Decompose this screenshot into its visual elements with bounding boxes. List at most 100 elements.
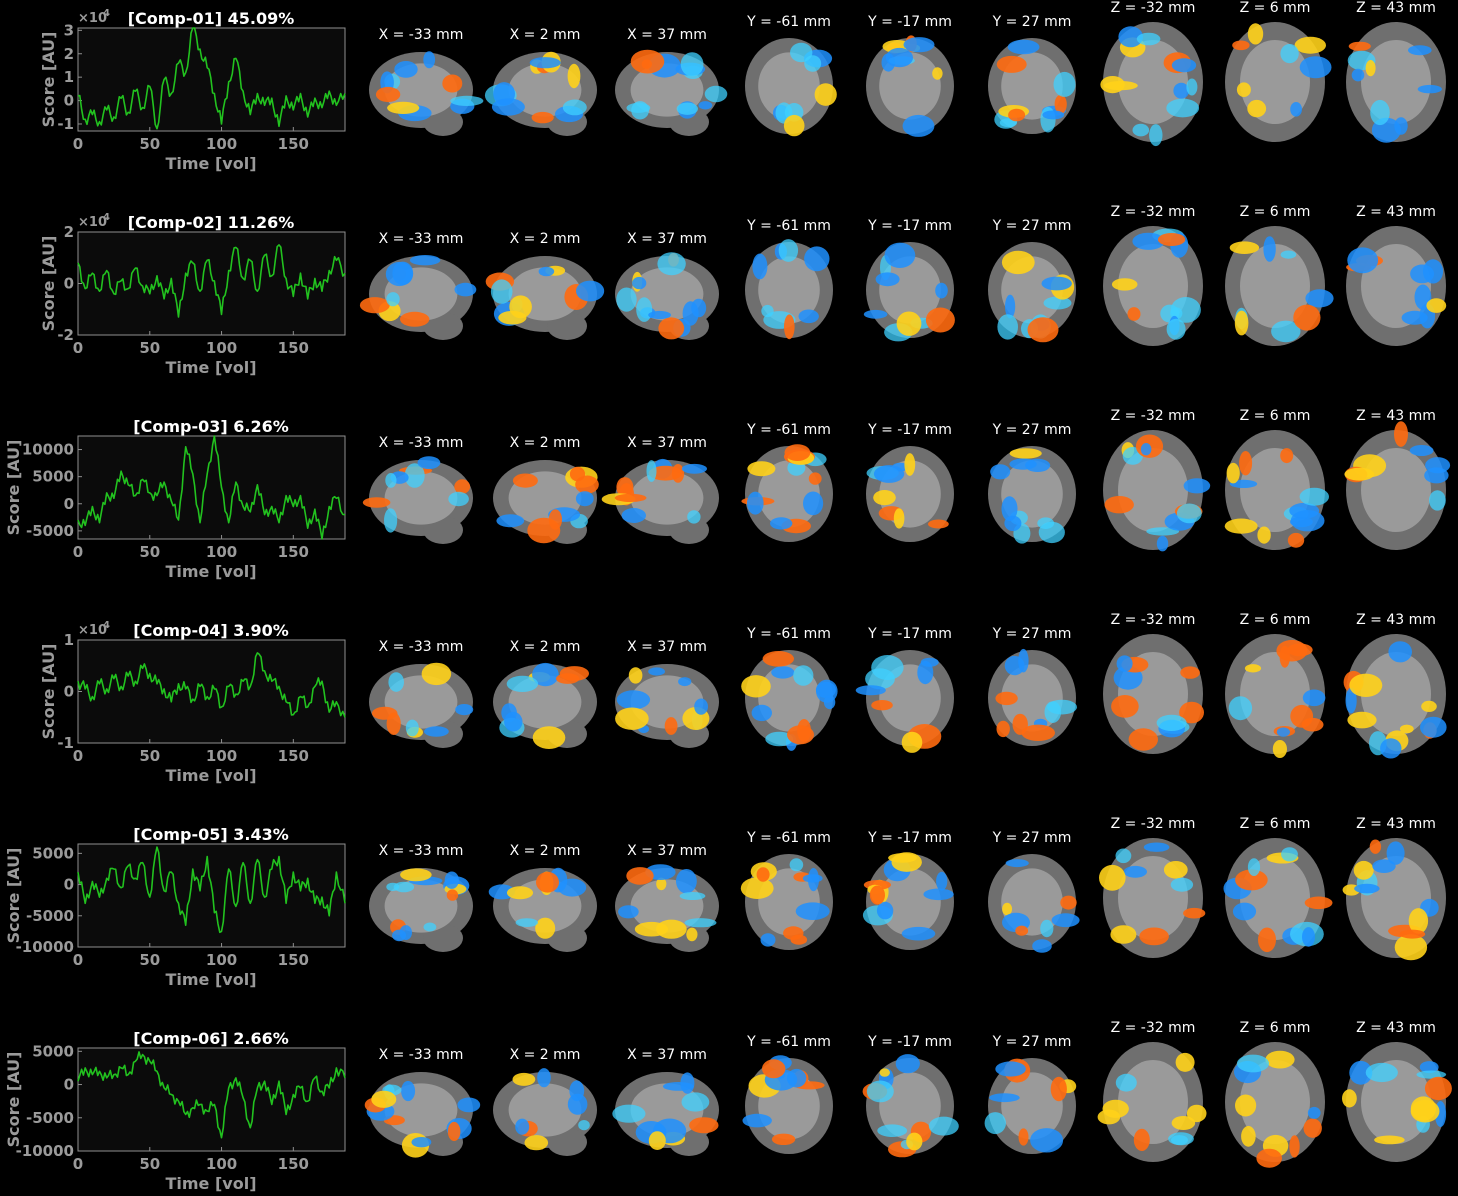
- activation-blob: [1156, 714, 1187, 732]
- slice-coordinate-label: X = 37 mm: [627, 435, 707, 451]
- brain-slice-3-5: Y = -17 mm: [866, 422, 954, 542]
- activation-blob: [401, 1080, 416, 1102]
- brain-slice-1-7: Z = -32 mm: [1100, 0, 1203, 147]
- x-tick-label: 0: [73, 543, 83, 561]
- activation-blob: [1289, 502, 1320, 519]
- brain-slice-3-6: Y = 27 mm: [988, 422, 1076, 544]
- activation-blob: [1290, 102, 1302, 117]
- activation-blob: [385, 261, 413, 287]
- activation-blob: [1127, 307, 1141, 321]
- activation-blob: [1272, 740, 1287, 758]
- activation-blob: [855, 685, 886, 696]
- activation-blob: [1399, 929, 1426, 939]
- activation-blob: [444, 871, 459, 889]
- white-matter: [384, 471, 458, 525]
- activation-blob: [1139, 927, 1169, 946]
- activation-blob: [411, 1137, 432, 1148]
- brain-slice-6-4: Y = -61 mm: [742, 1034, 833, 1154]
- activation-blob: [384, 508, 398, 533]
- y-tick-label: 5000: [32, 844, 74, 862]
- slice-coordinate-label: Z = 6 mm: [1240, 612, 1311, 628]
- activation-blob: [404, 463, 425, 488]
- activation-blob: [657, 252, 686, 276]
- activation-blob: [1247, 23, 1264, 45]
- x-axis-label: Time [vol]: [165, 154, 256, 173]
- activation-blob: [771, 1133, 796, 1146]
- activation-blob: [687, 510, 701, 524]
- x-tick-label: 0: [73, 747, 83, 765]
- chart-title: [Comp-02] 11.26%: [128, 213, 295, 232]
- brain-slice-6-6: Y = 27 mm: [984, 1034, 1077, 1154]
- activation-blob: [879, 1068, 890, 1077]
- activation-blob: [1132, 232, 1165, 250]
- activation-blob: [1265, 1050, 1295, 1069]
- activation-blob: [1018, 648, 1029, 673]
- activation-blob: [578, 1120, 590, 1131]
- activation-blob: [680, 52, 704, 77]
- activation-blob: [1344, 467, 1375, 481]
- activation-blob: [1001, 250, 1035, 275]
- slice-coordinate-label: Y = -61 mm: [746, 626, 831, 642]
- activation-blob: [575, 475, 599, 494]
- activation-blob: [362, 497, 391, 508]
- time-course-series: [77, 27, 346, 130]
- activation-blob: [1111, 695, 1139, 718]
- activation-blob: [1424, 467, 1449, 484]
- brain-slice-6-1: X = -33 mm: [364, 1047, 481, 1158]
- y-exponent-label: ×10: [78, 215, 107, 230]
- activation-blob: [762, 1059, 786, 1079]
- brain-slice-5-4: Y = -61 mm: [740, 830, 833, 950]
- activation-blob: [385, 473, 397, 488]
- slice-coordinate-label: Y = -17 mm: [867, 626, 952, 642]
- brain-slice-1-3: X = 37 mm: [615, 27, 728, 136]
- activation-blob: [904, 453, 916, 476]
- slice-coordinate-label: X = 2 mm: [510, 1047, 581, 1063]
- activation-blob: [636, 297, 653, 322]
- activation-blob: [417, 456, 441, 470]
- activation-blob: [1102, 1099, 1129, 1118]
- activation-blob: [676, 869, 697, 894]
- activation-blob: [1168, 1132, 1194, 1146]
- activation-blob: [1173, 82, 1190, 99]
- y-axis-label: Score [AU]: [39, 32, 58, 128]
- y-tick-label: 5000: [32, 468, 74, 486]
- activation-blob: [409, 255, 441, 266]
- activation-blob: [1027, 317, 1059, 343]
- activation-blob: [1053, 71, 1076, 97]
- activation-blob: [762, 651, 794, 667]
- brain-slice-1-9: Z = 43 mm: [1346, 0, 1446, 143]
- activation-blob: [1116, 655, 1133, 672]
- y-axis-label: Score [AU]: [39, 236, 58, 332]
- activation-blob: [747, 461, 776, 477]
- activation-blob: [1401, 310, 1428, 325]
- slice-coordinate-label: Y = 27 mm: [992, 14, 1072, 30]
- activation-blob: [1232, 902, 1257, 921]
- activation-blob: [450, 95, 484, 106]
- activation-blob: [1394, 421, 1408, 447]
- activation-blob: [1005, 859, 1029, 868]
- brain-slice-4-1: X = -33 mm: [369, 639, 474, 748]
- activation-blob: [394, 61, 418, 78]
- brain-slice-2-2: X = 2 mm: [485, 231, 605, 340]
- activation-blob: [1236, 1054, 1270, 1073]
- slice-coordinate-label: Y = 27 mm: [992, 1034, 1072, 1050]
- x-axis-label: Time [vol]: [165, 1174, 256, 1193]
- brain-slice-2-9: Z = 43 mm: [1346, 204, 1447, 346]
- slice-coordinate-label: Z = 43 mm: [1356, 204, 1436, 220]
- brain-slice-6-2: X = 2 mm: [493, 1047, 597, 1156]
- activation-blob: [1301, 717, 1324, 732]
- activation-blob: [1099, 864, 1126, 891]
- activation-blob: [1386, 841, 1405, 865]
- activation-blob: [1302, 927, 1315, 947]
- activation-blob: [648, 310, 671, 320]
- activation-blob: [576, 280, 605, 302]
- activation-blob: [442, 74, 463, 93]
- activation-blob: [612, 1104, 646, 1123]
- activation-blob: [928, 1116, 959, 1136]
- activation-blob: [765, 731, 794, 747]
- activation-blob: [1365, 60, 1376, 77]
- activation-blob: [393, 881, 415, 893]
- time-course-series: [77, 1051, 346, 1139]
